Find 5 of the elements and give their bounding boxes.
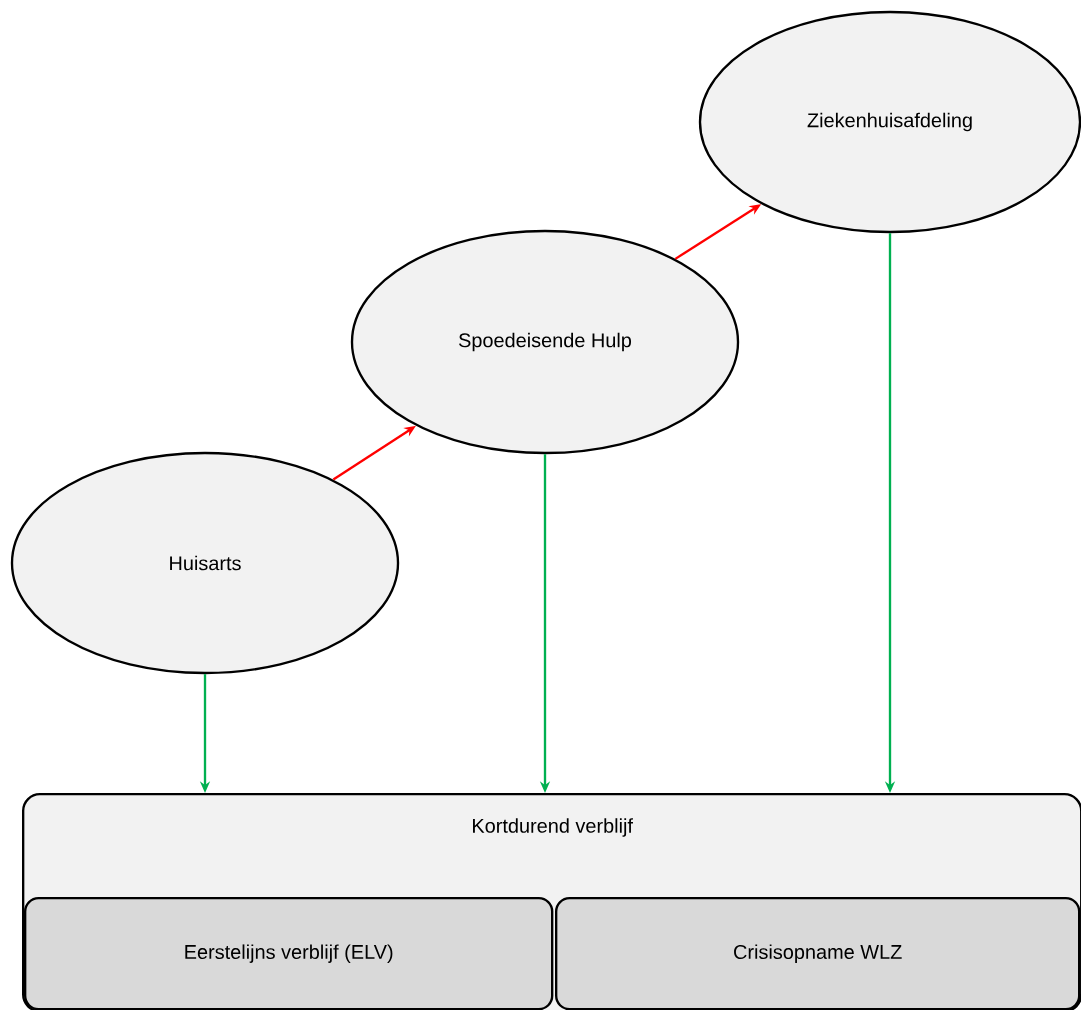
ellipse-node: Spoedeisende Hulp (350, 229, 740, 455)
ellipse-node: Huisarts (10, 451, 400, 675)
ellipse-node: Ziekenhuisafdeling (698, 10, 1081, 234)
process-box: Crisisopname WLZ (555, 897, 1081, 1010)
process-box: Eerstelijns verblijf (ELV) (24, 897, 554, 1010)
